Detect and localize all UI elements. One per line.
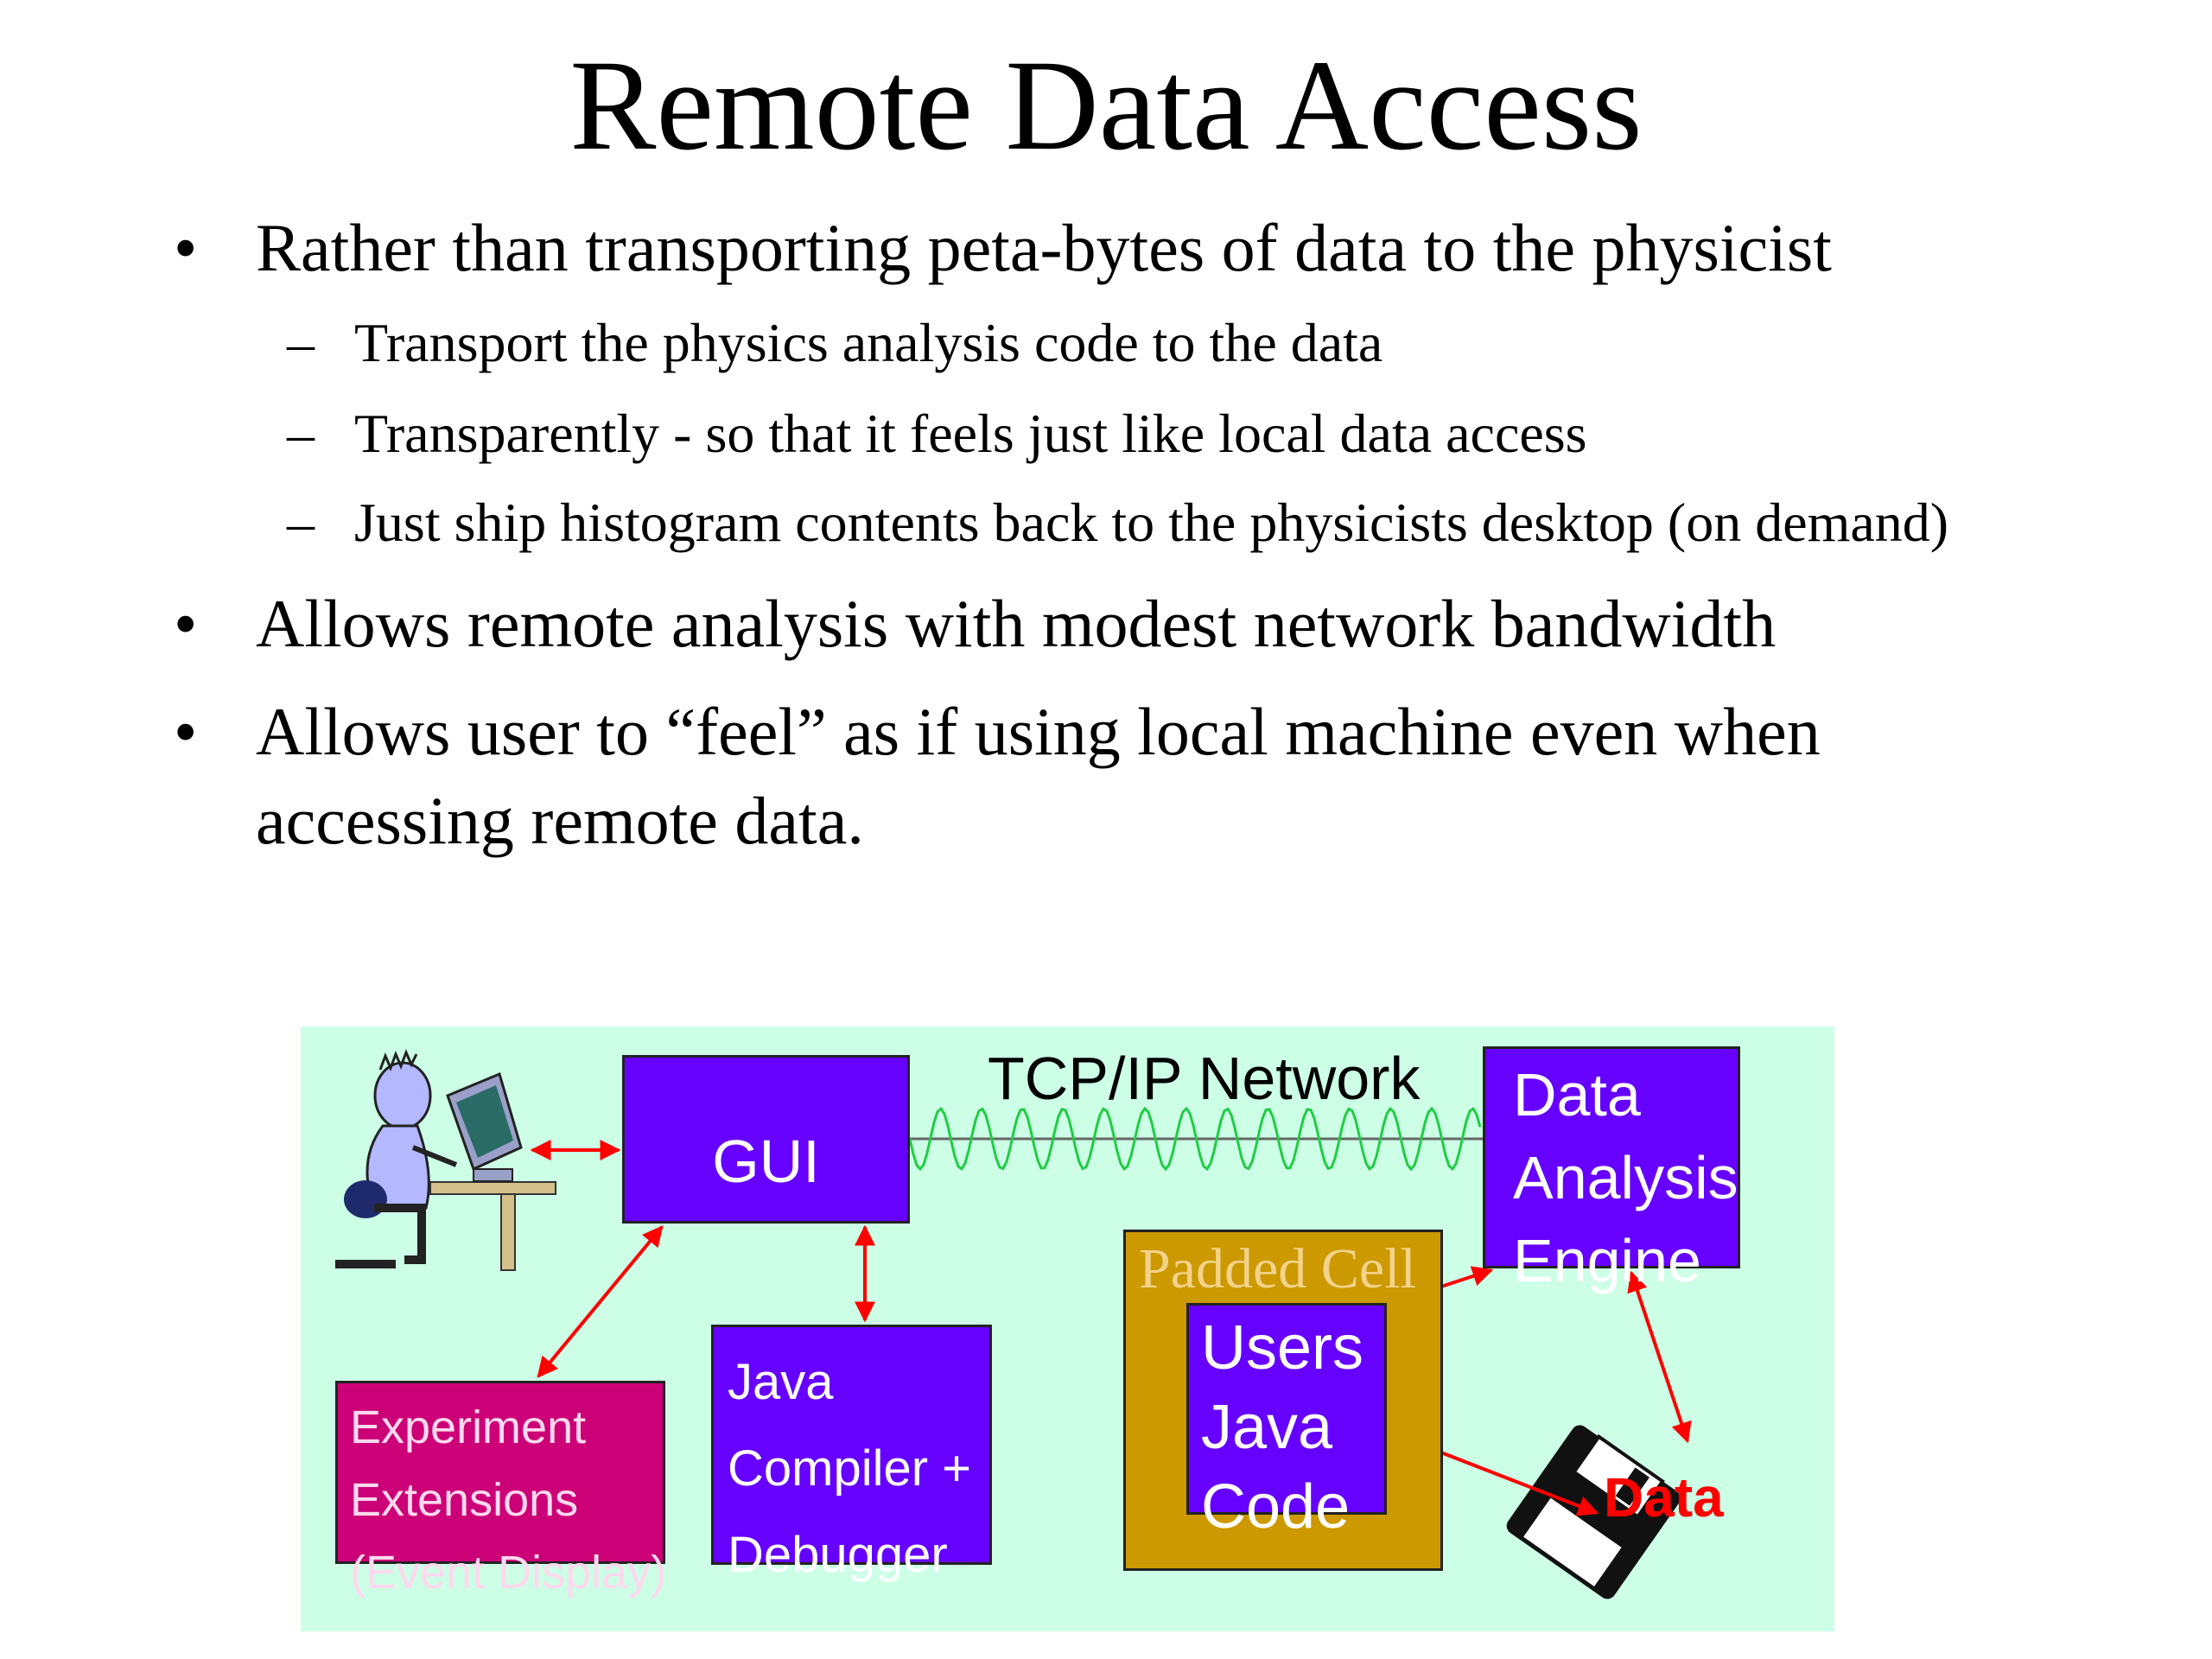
slide-title: Remote Data Access [569, 34, 1643, 177]
engine-label-line: Data [1513, 1061, 1641, 1128]
users-java-code-box: Users Java Code [1186, 1303, 1387, 1541]
gui-label: GUI [712, 1128, 820, 1195]
bullet-3: • Allows user to “feel” as if using loca… [174, 687, 1821, 777]
users-code-label-line: Java [1201, 1393, 1333, 1462]
experiment-label-line: Extensions [350, 1474, 579, 1526]
sub-bullet-1: – Transport the physics analysis code to… [287, 307, 1383, 379]
bullet-2: • Allows remote analysis with modest net… [174, 579, 1777, 669]
bullet-text: Rather than transporting peta-bytes of d… [256, 210, 1832, 285]
bullet-text: accessing remote data. [256, 783, 864, 858]
data-analysis-engine-box: Data Analysis Engine [1483, 1046, 1740, 1294]
bullet-text: Allows remote analysis with modest netwo… [256, 586, 1777, 661]
java-compiler-box: Java Compiler + Debugger [711, 1325, 992, 1583]
bullet-text: Transparently - so that it feels just li… [354, 403, 1587, 464]
bullet-1: • Rather than transporting peta-bytes of… [174, 203, 1832, 293]
data-label: Data [1604, 1466, 1724, 1529]
bullet-marker: – [287, 312, 315, 373]
java-label-line: Compiler + [728, 1440, 972, 1497]
user-at-computer-icon [335, 1048, 556, 1271]
engine-label-line: Analysis [1513, 1144, 1738, 1211]
bullet-marker: • [174, 694, 198, 769]
bullet-text: Transport the physics analysis code to t… [354, 312, 1383, 373]
experiment-extensions-box: Experiment Extensions (Event Display) [335, 1381, 666, 1599]
diagram-connectors [335, 1048, 1692, 1599]
architecture-diagram: TCP/IP Network GUI Data Analysis Engine … [301, 1027, 1834, 1631]
users-code-label-line: Users [1201, 1313, 1364, 1382]
experiment-label-line: Experiment [350, 1402, 587, 1453]
java-label-line: Java [728, 1354, 834, 1410]
engine-label-line: Engine [1513, 1227, 1701, 1294]
network-label: TCP/IP Network [988, 1045, 1421, 1112]
experiment-label-line: (Event Display) [350, 1547, 667, 1599]
bullet-marker: – [287, 492, 315, 553]
bullet-marker: • [174, 586, 198, 661]
bullet-marker: • [174, 210, 198, 285]
gui-box: GUI [622, 1055, 910, 1224]
bullet-text: Allows user to “feel” as if using local … [256, 694, 1821, 769]
sub-bullet-2: – Transparently - so that it feels just … [287, 397, 1587, 470]
arrow-gui-experiment [537, 1225, 664, 1378]
bullet-text: Just ship histogram contents back to the… [354, 492, 1949, 553]
bullet-3-continuation: accessing remote data. [256, 776, 864, 866]
padded-cell-label: Padded Cell [1139, 1237, 1416, 1300]
users-code-label-line: Code [1201, 1472, 1351, 1541]
bullet-marker: – [287, 403, 315, 464]
java-label-line: Debugger [728, 1527, 948, 1583]
network-wave [908, 1106, 1482, 1172]
arrow-engine-data [1627, 1270, 1692, 1444]
sub-bullet-3: – Just ship histogram contents back to t… [287, 486, 1949, 559]
